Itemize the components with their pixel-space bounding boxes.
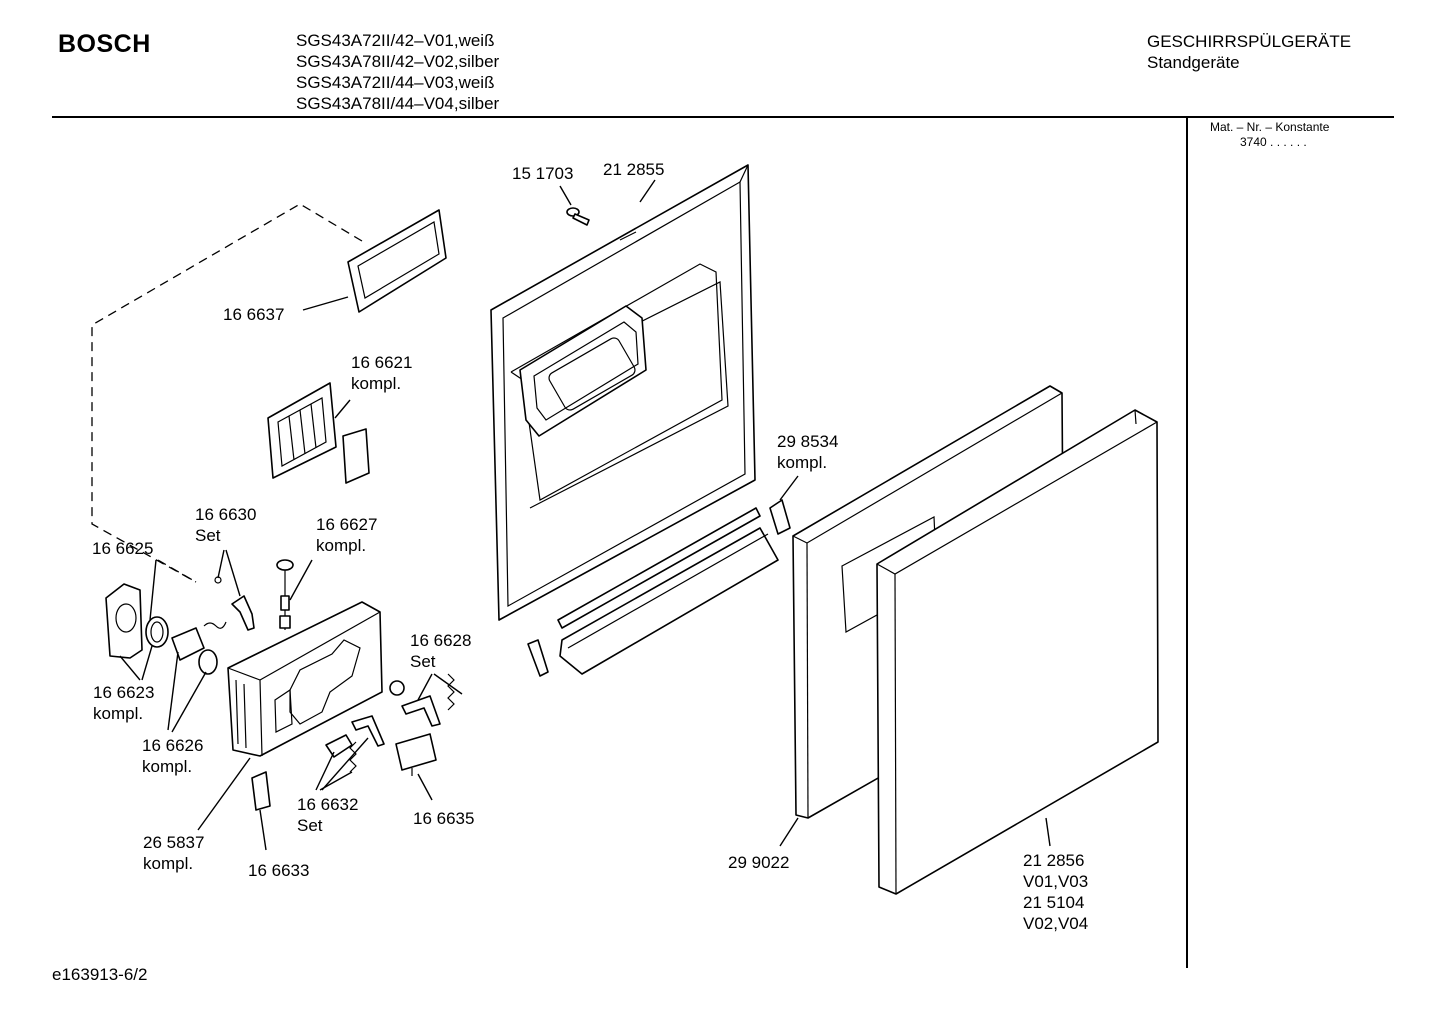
material-number-label: Mat. – Nr. – Konstante <box>1210 120 1330 134</box>
inner-door-panel <box>490 164 756 621</box>
header-divider <box>52 116 1394 118</box>
model-list: SGS43A72II/42–V01,weiß SGS43A78II/42–V02… <box>296 30 499 114</box>
float-assembly <box>276 559 294 630</box>
part-label: 16 6625 <box>92 539 153 558</box>
assembly-dash-line <box>91 203 363 583</box>
sidebar-divider <box>1186 116 1188 968</box>
spring-lever-set <box>203 576 255 631</box>
part-label: 16 6637 <box>223 305 284 324</box>
part-label: 16 6633 <box>248 861 309 880</box>
dispenser-clip <box>251 771 271 811</box>
part-label: 15 1703 <box>512 164 573 183</box>
material-number-value: 3740 . . . . . . <box>1240 135 1307 149</box>
material-number-block: Mat. – Nr. – Konstante 3740 . . . . . . <box>1210 120 1329 150</box>
solenoid <box>395 733 437 776</box>
category-title: GESCHIRRSPÜLGERÄTE <box>1147 32 1352 51</box>
category-block: GESCHIRRSPÜLGERÄTE Standgeräte <box>1147 31 1351 73</box>
door-hinge-bracket <box>769 499 791 535</box>
diagram-code: e163913-6/2 <box>52 965 148 984</box>
detergent-dispenser-housing <box>227 601 383 757</box>
category-subtitle: Standgeräte <box>1147 53 1240 72</box>
dispenser-ring-inner <box>150 621 164 643</box>
screw <box>566 207 590 226</box>
dispenser-lever-set <box>325 715 385 773</box>
model-line: SGS43A72II/44–V03,weiß <box>296 73 495 92</box>
dispenser-cover-cap <box>105 583 143 659</box>
dispenser-ring <box>145 616 169 648</box>
brand-logo: BOSCH <box>58 30 151 58</box>
outer-door-panel <box>876 409 1159 895</box>
bottom-door-strip <box>557 507 779 675</box>
part-label: 29 9022 <box>728 853 789 872</box>
dispenser-seal-frame <box>347 209 447 313</box>
leader-lines <box>119 179 1051 851</box>
part-label: 21 2855 <box>603 160 664 179</box>
model-line: SGS43A78II/44–V04,silber <box>296 94 500 113</box>
model-line: SGS43A72II/42–V01,weiß <box>296 31 495 50</box>
part-label: 16 6635 <box>413 809 474 828</box>
rinse-aid-valve <box>171 627 218 675</box>
dispenser-lid <box>267 382 370 484</box>
latch-parts-set <box>389 673 455 727</box>
door-clip <box>527 639 549 677</box>
model-line: SGS43A78II/42–V02,silber <box>296 52 500 71</box>
